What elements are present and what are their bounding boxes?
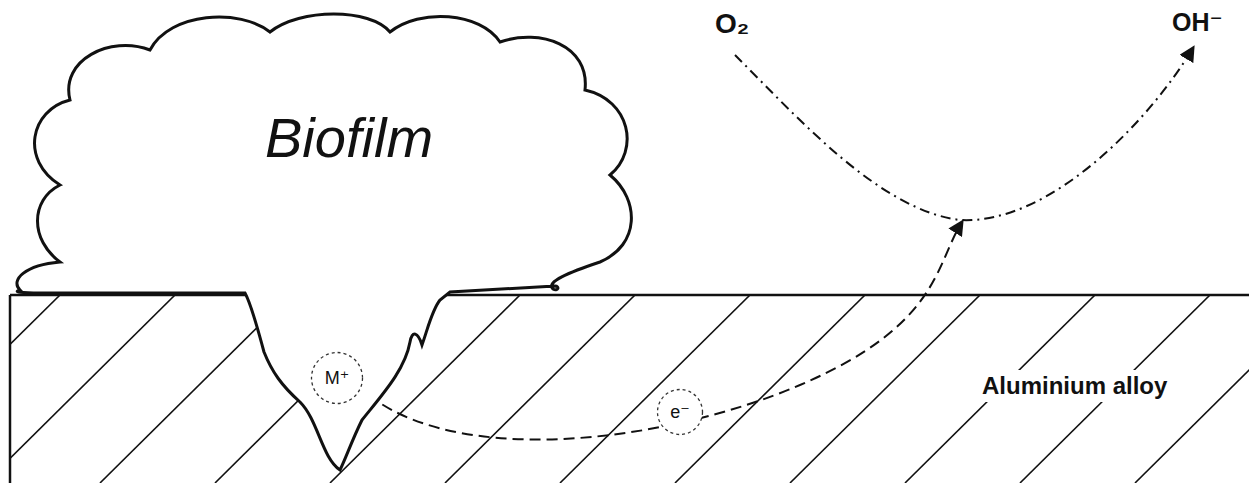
species-label: M⁺ [325, 367, 350, 389]
biofilm-label: Biofilm [265, 105, 433, 170]
electron-circle: e⁻ [656, 388, 704, 436]
biofilm-outline [15, 5, 645, 475]
alloy-label: Aluminium alloy [978, 370, 1171, 402]
alloy-edge [9, 295, 12, 483]
oxygen-reduction-path [735, 48, 1193, 220]
metal-ion-circle: M⁺ [310, 351, 364, 405]
hatching [10, 295, 1249, 483]
hydroxide-label: OH⁻ [1172, 8, 1223, 37]
species-label: e⁻ [670, 401, 690, 423]
biofilm-cloud: BiofilmM⁺ [15, 5, 645, 475]
oxygen-label: O₂ [715, 8, 749, 40]
